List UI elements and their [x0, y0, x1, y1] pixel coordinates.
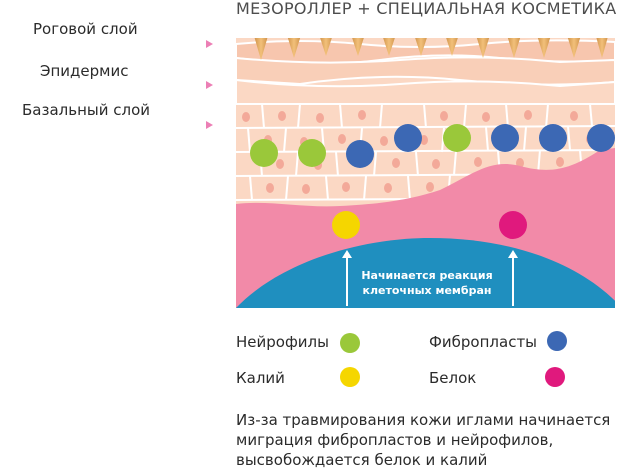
- neurophil-cell-2: [298, 139, 326, 167]
- membrane-arc: [236, 238, 615, 308]
- legend-label-neurophils: Нейрофилы: [236, 333, 329, 351]
- legend-label-protein: Белок: [429, 369, 477, 387]
- fibroblast-cell-1: [346, 140, 374, 168]
- fibroblast-cell-3: [491, 124, 519, 152]
- layer-label-stratum-corneum: Роговой слой: [33, 20, 138, 38]
- legend-label-potassium: Калий: [236, 369, 285, 387]
- stratum-corneum: [236, 39, 615, 105]
- fibroblast-cell-4: [539, 124, 567, 152]
- legend-label-fibroblasts: Фибропласты: [429, 333, 538, 351]
- magenta-circle-icon: [545, 367, 565, 387]
- reaction-label: Начинается реакция клеточных мембран: [361, 269, 493, 297]
- blue-circle-icon: [547, 331, 567, 351]
- yellow-circle-icon: [340, 367, 360, 387]
- neurophil-cell-3: [443, 124, 471, 152]
- layer-arrows: [0, 40, 213, 129]
- reaction-arrows: [342, 250, 518, 306]
- layer-label-epidermis: Эпидермис: [40, 62, 129, 80]
- diagram-title: МЕЗОРОЛЛЕР + СПЕЦИАЛЬНАЯ КОСМЕТИКА: [236, 0, 617, 18]
- protein-particle: [499, 211, 527, 239]
- neurophil-cell-1: [250, 139, 278, 167]
- fibroblast-cell-5: [587, 124, 615, 152]
- mesoroller-needles: [254, 38, 608, 60]
- potassium-particle: [332, 211, 360, 239]
- green-circle-icon: [340, 333, 360, 353]
- fibroblast-cell-2: [394, 124, 422, 152]
- layer-label-basal: Базальный слой: [22, 101, 151, 119]
- caption: Из-за травмирования кожи иглами начинает…: [236, 411, 611, 469]
